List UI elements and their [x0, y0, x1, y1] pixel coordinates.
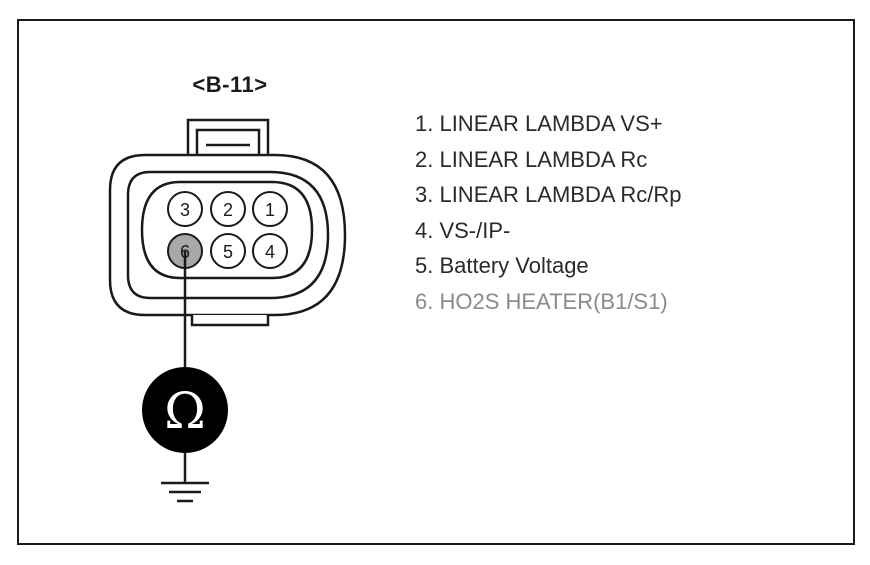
- ground-icon: [161, 481, 209, 503]
- connector-body: [108, 118, 347, 327]
- pin-4[interactable]: [252, 233, 288, 269]
- pin-cavity: [140, 180, 314, 280]
- pin-number-4: 4: [265, 242, 275, 262]
- connector-id-label: <B-11>: [192, 72, 268, 97]
- pin-number-1: 1: [265, 200, 275, 220]
- pin-legend: 1. LINEAR LAMBDA VS+ 2. LINEAR LAMBDA Rc…: [415, 106, 682, 319]
- pin-number-3: 3: [180, 200, 190, 220]
- pin-legend-item-1: 1. LINEAR LAMBDA VS+: [415, 111, 663, 136]
- pin-number-2: 2: [223, 200, 233, 220]
- pin-legend-item-3: 3. LINEAR LAMBDA Rc/Rp: [415, 182, 682, 207]
- pin-legend-item-6: 6. HO2S HEATER(B1/S1): [415, 288, 668, 314]
- pin-legend-item-5: 5. Battery Voltage: [415, 253, 589, 278]
- pins: [167, 191, 288, 269]
- ohmmeter-icon: Ω: [142, 367, 228, 453]
- connector-latch-outer: [186, 118, 270, 155]
- connector-latch-inner: [195, 128, 261, 155]
- pin-legend-item-2: 2. LINEAR LAMBDA Rc: [415, 146, 648, 172]
- pin-3[interactable]: [167, 191, 203, 227]
- pin-legend-item-4: 4. VS-/IP-: [415, 217, 511, 243]
- pin-number-5: 5: [223, 242, 233, 262]
- pin-5[interactable]: [210, 233, 246, 269]
- ohm-symbol: Ω: [164, 382, 205, 440]
- connector-bottom-tab: [190, 315, 270, 327]
- pin-2[interactable]: [210, 191, 246, 227]
- pin-1[interactable]: [252, 191, 288, 227]
- ohmmeter-body: [142, 367, 228, 453]
- connector-shell-inner: [126, 170, 330, 300]
